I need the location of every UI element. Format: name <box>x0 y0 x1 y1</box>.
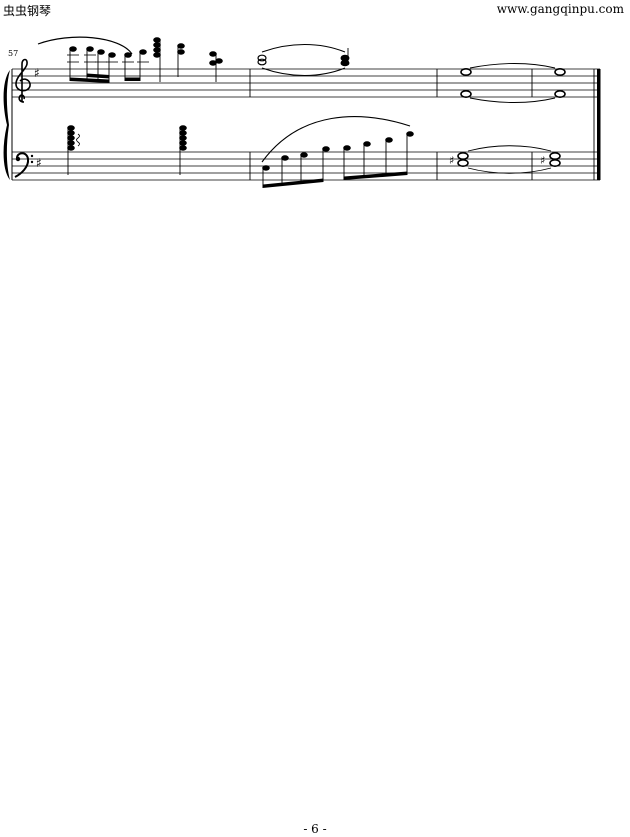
barlines <box>249 69 533 180</box>
measure-number: 57 <box>8 49 18 58</box>
measure-2-treble-notes <box>257 44 350 76</box>
measure-2-bass-notes <box>261 116 414 189</box>
site-name: 虫虫钢琴 <box>3 4 52 18</box>
final-barline-thick <box>597 69 601 180</box>
key-signature-sharp-bass: ♯ <box>36 156 42 170</box>
page-number: - 6 - <box>303 822 327 836</box>
grand-staff-brace <box>3 70 10 180</box>
measure-3-4-treble-whole-notes <box>460 63 566 103</box>
site-url: www.gangqinpu.com <box>496 2 624 16</box>
measure-1-bass-chords <box>67 125 187 175</box>
music-score-system: 57 ♯ ♯ <box>3 36 601 189</box>
svg-text:♯: ♯ <box>540 154 545 167</box>
measure-3-4-bass-chords: ♯ ♯ <box>449 145 561 174</box>
bass-clef-icon <box>14 152 34 178</box>
treble-staff <box>12 68 600 98</box>
key-signature-sharp-treble: ♯ <box>34 66 40 80</box>
measure-1-treble-notes <box>37 36 223 84</box>
svg-text:♯: ♯ <box>449 154 454 167</box>
treble-clef-icon <box>15 58 31 103</box>
